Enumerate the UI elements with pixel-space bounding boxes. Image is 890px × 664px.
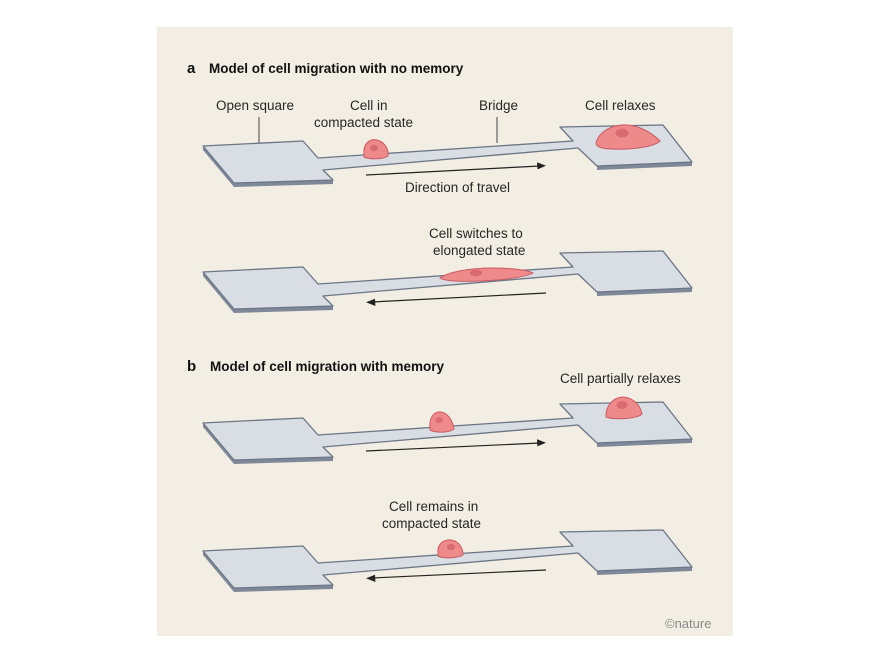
- nature-credit: ©nature: [665, 616, 711, 631]
- panel-b-title: Model of cell migration with memory: [210, 359, 445, 374]
- label-direction: Direction of travel: [405, 180, 510, 195]
- panel-a-letter: a: [187, 60, 196, 77]
- label-switch-line2: elongated state: [433, 243, 525, 258]
- track-2: [202, 250, 693, 313]
- arrow-right-a: [365, 162, 546, 176]
- panel-b-letter: b: [187, 358, 196, 375]
- panel-a-title: Model of cell migration with no memory: [209, 61, 464, 76]
- label-open-square: Open square: [216, 98, 294, 113]
- cell-compacted-b1: [429, 411, 455, 433]
- track-1: [202, 124, 693, 187]
- label-cell-line1: Cell in: [350, 98, 388, 113]
- arrow-right-b: [365, 439, 546, 452]
- cell-compacted-a: [363, 139, 389, 160]
- label-cell-line2: compacted state: [314, 115, 413, 130]
- label-remains-line1: Cell remains in: [389, 499, 478, 514]
- label-partially-relaxes: Cell partially relaxes: [560, 371, 681, 386]
- label-remains-line2: compacted state: [382, 516, 481, 531]
- cell-relaxed-a: [595, 124, 661, 150]
- label-bridge: Bridge: [479, 98, 518, 113]
- arrow-left-b: [366, 569, 547, 582]
- label-cell-relaxes: Cell relaxes: [585, 98, 656, 113]
- track-4: [202, 529, 693, 592]
- cell-compacted-b2: [437, 539, 464, 559]
- cell-elongated-a: [439, 267, 534, 282]
- arrow-left-a: [366, 292, 547, 306]
- cell-partial-b: [605, 396, 643, 420]
- label-switch-line1: Cell switches to: [429, 226, 523, 241]
